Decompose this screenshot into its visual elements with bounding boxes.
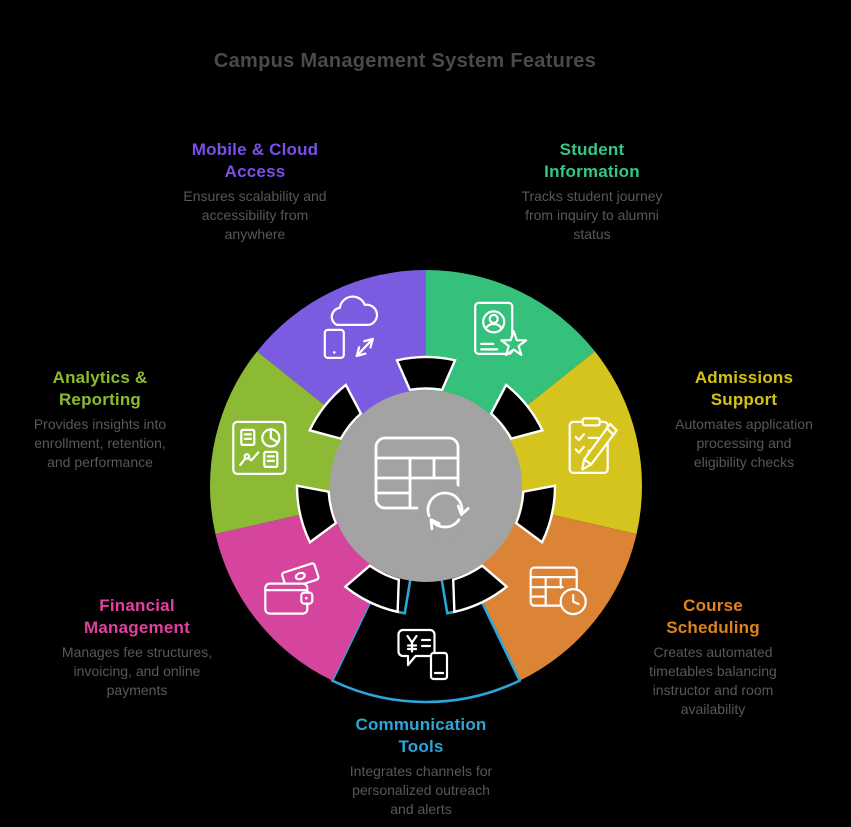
feature-description-mobile-cloud-access: Ensures scalability and accessibility fr… (183, 188, 327, 242)
wallet-money-icon (264, 562, 320, 615)
feature-description-communication-tools: Integrates channels for personalized out… (349, 763, 493, 817)
table-sync-icon (374, 436, 472, 537)
divider-notch (295, 484, 338, 545)
feature-description-analytics-reporting: Provides insights into enrollment, reten… (33, 416, 167, 470)
divider-notch (489, 383, 545, 441)
feature-title-course-scheduling: Course Scheduling (666, 596, 760, 637)
divider-notch (451, 564, 509, 614)
id-card-star-icon (474, 301, 528, 356)
chat-payment-icon (397, 628, 449, 681)
divider-notch (343, 564, 401, 614)
feature-description-financial-management: Manages fee structures, invoicing, and o… (61, 644, 213, 698)
feature-title-mobile-cloud-access: Mobile & Cloud Access (191, 140, 319, 181)
cloud-mobile-sync-icon (323, 295, 379, 359)
feature-title-admissions-support: Admissions Support (694, 368, 794, 409)
feature-title-analytics-reporting: Analytics & Reporting (52, 368, 148, 409)
timetable-clock-icon (529, 566, 587, 616)
feature-title-communication-tools: Communication Tools (355, 715, 487, 756)
divider-notch (307, 383, 363, 441)
feature-title-student-information: Student Information (544, 140, 640, 181)
divider-notch (514, 484, 557, 545)
feature-description-admissions-support: Automates application processing and eli… (675, 416, 813, 470)
divider-notch (395, 355, 457, 392)
clipboard-pencil-icon (568, 417, 618, 474)
feature-title-financial-management: Financial Management (84, 596, 190, 637)
page-title: Campus Management System Features (213, 50, 597, 72)
analytics-dashboard-icon (232, 420, 287, 475)
center-hub (330, 390, 522, 582)
feature-description-student-information: Tracks student journey from inquiry to a… (521, 188, 663, 242)
feature-description-course-scheduling: Creates automated timetables balancing i… (649, 644, 777, 717)
